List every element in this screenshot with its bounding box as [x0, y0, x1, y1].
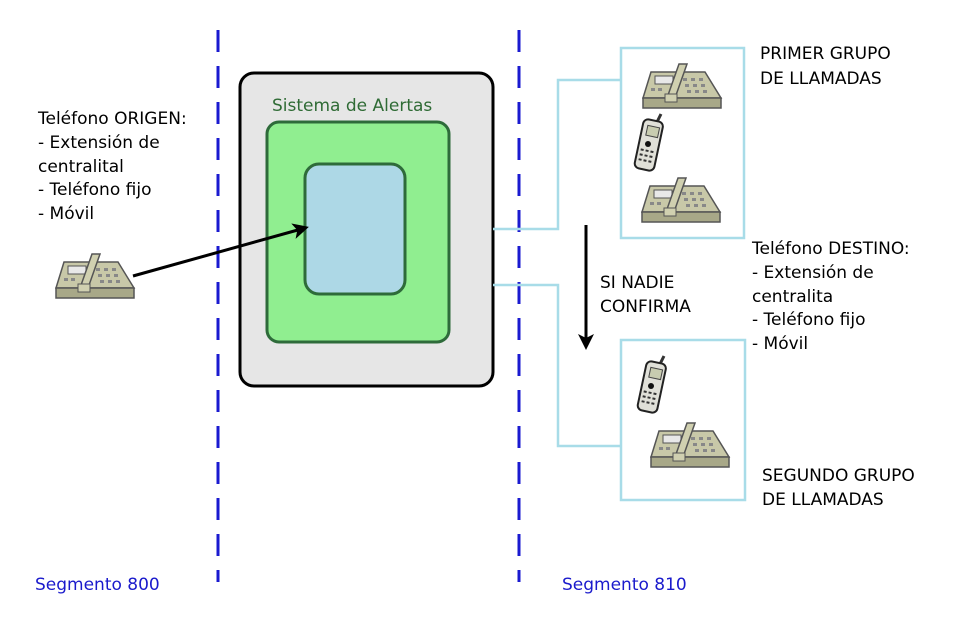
connector-first-group — [493, 78, 621, 231]
incoming-call-arrow — [132, 223, 309, 278]
destination-label: Teléfono DESTINO: - Extensión de central… — [751, 239, 915, 354]
desk-phone-icon — [55, 253, 135, 299]
inner-box — [303, 162, 407, 296]
connector-second-group — [493, 283, 621, 448]
second-group-box — [619, 338, 747, 502]
origin-label: Teléfono ORIGEN: - Extensión de centrali… — [37, 109, 192, 224]
second-group-label: SEGUNDO GRUPO DE LLAMADAS — [762, 466, 920, 510]
system-title: Sistema de Alertas — [272, 96, 432, 116]
first-group-label: PRIMER GRUPO DE LLAMADAS — [760, 44, 896, 89]
escalation-label: SI NADIE CONFIRMA — [600, 273, 691, 317]
segment-800-label: Segmento 800 — [35, 575, 160, 595]
segment-810-label: Segmento 810 — [562, 575, 687, 595]
